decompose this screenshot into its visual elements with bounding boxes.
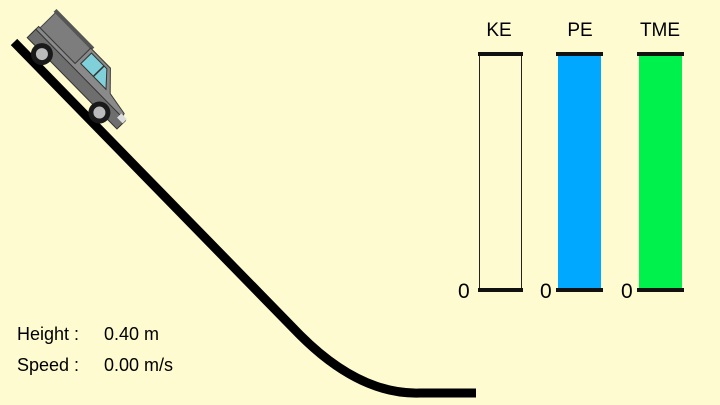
bar-pe (556, 52, 603, 292)
bar-pe-top (556, 52, 603, 56)
bar-tme-label: TME (639, 20, 681, 41)
bar-pe-label: PE (567, 20, 593, 41)
track-ramp (10, 38, 476, 398)
speed-value: 0.00 m/s (104, 355, 174, 375)
bar-tme-fill (639, 54, 682, 290)
bar-tme-bottom (637, 288, 684, 292)
bar-ke-top (478, 52, 523, 56)
bar-ke-bottom (478, 288, 523, 292)
height-label: Height : (17, 324, 80, 344)
bar-ke (478, 52, 523, 292)
bar-ke-zero: 0 (458, 280, 470, 303)
bar-tme-top (637, 52, 684, 56)
bar-pe-fill (558, 54, 601, 290)
bar-ke-label: KE (486, 20, 512, 41)
bar-pe-bottom (556, 288, 603, 292)
speed-label: Speed : (17, 355, 80, 375)
bar-pe-zero: 0 (540, 280, 552, 303)
pickup-truck-icon[interactable] (19, 8, 147, 137)
bar-tme-zero: 0 (621, 280, 633, 303)
bar-tme (637, 52, 684, 292)
height-readout: Height : 0.40 m (17, 324, 159, 345)
speed-readout: Speed : 0.00 m/s (17, 355, 173, 376)
height-value: 0.40 m (104, 324, 160, 344)
